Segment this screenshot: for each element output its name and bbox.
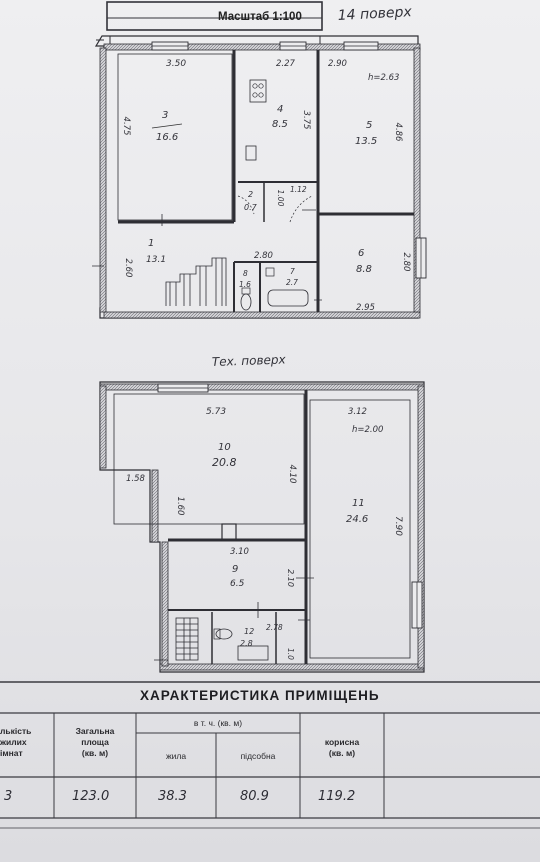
svg-text:2.78: 2.78 <box>266 623 283 632</box>
room-4-num: 4 <box>277 104 283 115</box>
svg-text:2.10: 2.10 <box>286 569 295 587</box>
room-2-area: 0.7 <box>244 203 258 212</box>
header-total-area: Загальна площа (кв. м) <box>75 726 115 758</box>
room-8-area: 1.6 <box>239 280 251 289</box>
lower-room-labels: 10 20.8 11 24.6 9 6.5 12 2.8 <box>212 442 368 648</box>
room-8-num: 8 <box>243 269 248 278</box>
svg-text:4.75: 4.75 <box>121 117 131 136</box>
svg-text:2.90: 2.90 <box>328 59 347 69</box>
room-11-area: 24.6 <box>346 514 368 525</box>
room-2-num: 2 <box>248 190 253 199</box>
svg-text:3.12: 3.12 <box>348 407 367 417</box>
header-auxiliary: підсобна <box>240 751 276 761</box>
svg-text:4.10: 4.10 <box>287 465 297 484</box>
upper-floor-plan <box>92 35 427 319</box>
room-1-area: 13.1 <box>146 255 166 265</box>
svg-text:1.0: 1.0 <box>286 648 295 660</box>
room-12-num: 12 <box>244 627 254 636</box>
room-5-num: 5 <box>366 120 372 131</box>
svg-text:4.86: 4.86 <box>393 123 403 143</box>
characteristics-title: ХАРАКТЕРИСТИКА ПРИМІЩЕНЬ <box>140 688 380 703</box>
floor-label: 14 поверх <box>337 4 412 24</box>
value-total-area: 123.0 <box>72 789 110 804</box>
room-5-area: 13.5 <box>355 136 377 147</box>
header-including: в т. ч. (кв. м) <box>193 718 243 728</box>
svg-text:3.75: 3.75 <box>301 111 311 130</box>
room-12-area: 2.8 <box>240 639 253 648</box>
room-7-num: 7 <box>290 267 295 276</box>
room-11-num: 11 <box>352 498 365 509</box>
room-4-area: 8.5 <box>272 119 288 130</box>
svg-text:2.27: 2.27 <box>276 59 296 69</box>
upper-room-labels: 3 16.6 4 8.5 5 13.5 2 0.7 1 13.1 6 8.8 8… <box>146 104 377 289</box>
svg-text:3.50: 3.50 <box>166 59 186 69</box>
scale-label: Масштаб 1:100 <box>218 11 302 23</box>
svg-text:h=2.00: h=2.00 <box>352 425 383 435</box>
value-living: 38.3 <box>158 789 187 804</box>
room-9-num: 9 <box>232 564 238 575</box>
header-useful: корисна (кв. м) <box>324 737 360 758</box>
room-3-num: 3 <box>162 110 168 121</box>
header-rooms-count: лькість жилих імнат <box>0 726 32 758</box>
value-useful: 119.2 <box>318 789 356 804</box>
svg-text:1.12: 1.12 <box>290 185 307 194</box>
lower-dimensions: 5.73 3.12 h=2.00 1.58 1.60 4.10 7.90 3.1… <box>126 407 403 660</box>
room-6-num: 6 <box>358 248 364 259</box>
svg-text:5.73: 5.73 <box>206 407 226 417</box>
characteristics-table-grid <box>0 681 540 829</box>
upper-dimensions: 3.50 2.27 2.90 h=2.63 4.75 3.75 4.86 1.0… <box>121 59 411 313</box>
svg-text:3.10: 3.10 <box>230 547 249 557</box>
svg-text:2.80: 2.80 <box>401 253 411 272</box>
room-1-num: 1 <box>148 238 154 249</box>
svg-text:2.60: 2.60 <box>123 259 133 278</box>
room-9-area: 6.5 <box>230 579 245 589</box>
svg-text:h=2.63: h=2.63 <box>368 73 399 83</box>
svg-text:1.58: 1.58 <box>126 474 146 484</box>
svg-text:7.90: 7.90 <box>393 516 403 536</box>
value-rooms-count: 3 <box>4 789 13 804</box>
header-living: жила <box>165 751 187 761</box>
svg-text:1.00: 1.00 <box>276 190 285 207</box>
svg-text:2.95: 2.95 <box>356 303 375 313</box>
value-auxiliary: 80.9 <box>240 789 269 804</box>
svg-text:2.80: 2.80 <box>254 251 273 261</box>
room-10-area: 20.8 <box>212 456 237 469</box>
scale-box: Масштаб 1:100 <box>106 1 323 31</box>
lower-floor-plan <box>99 381 425 673</box>
room-6-area: 8.8 <box>356 264 372 275</box>
room-3-area: 16.6 <box>156 132 178 143</box>
room-10-num: 10 <box>218 442 231 453</box>
room-7-area: 2.7 <box>286 278 298 287</box>
tech-floor-label: Тех. поверх <box>212 352 287 369</box>
svg-text:1.60: 1.60 <box>175 497 185 516</box>
